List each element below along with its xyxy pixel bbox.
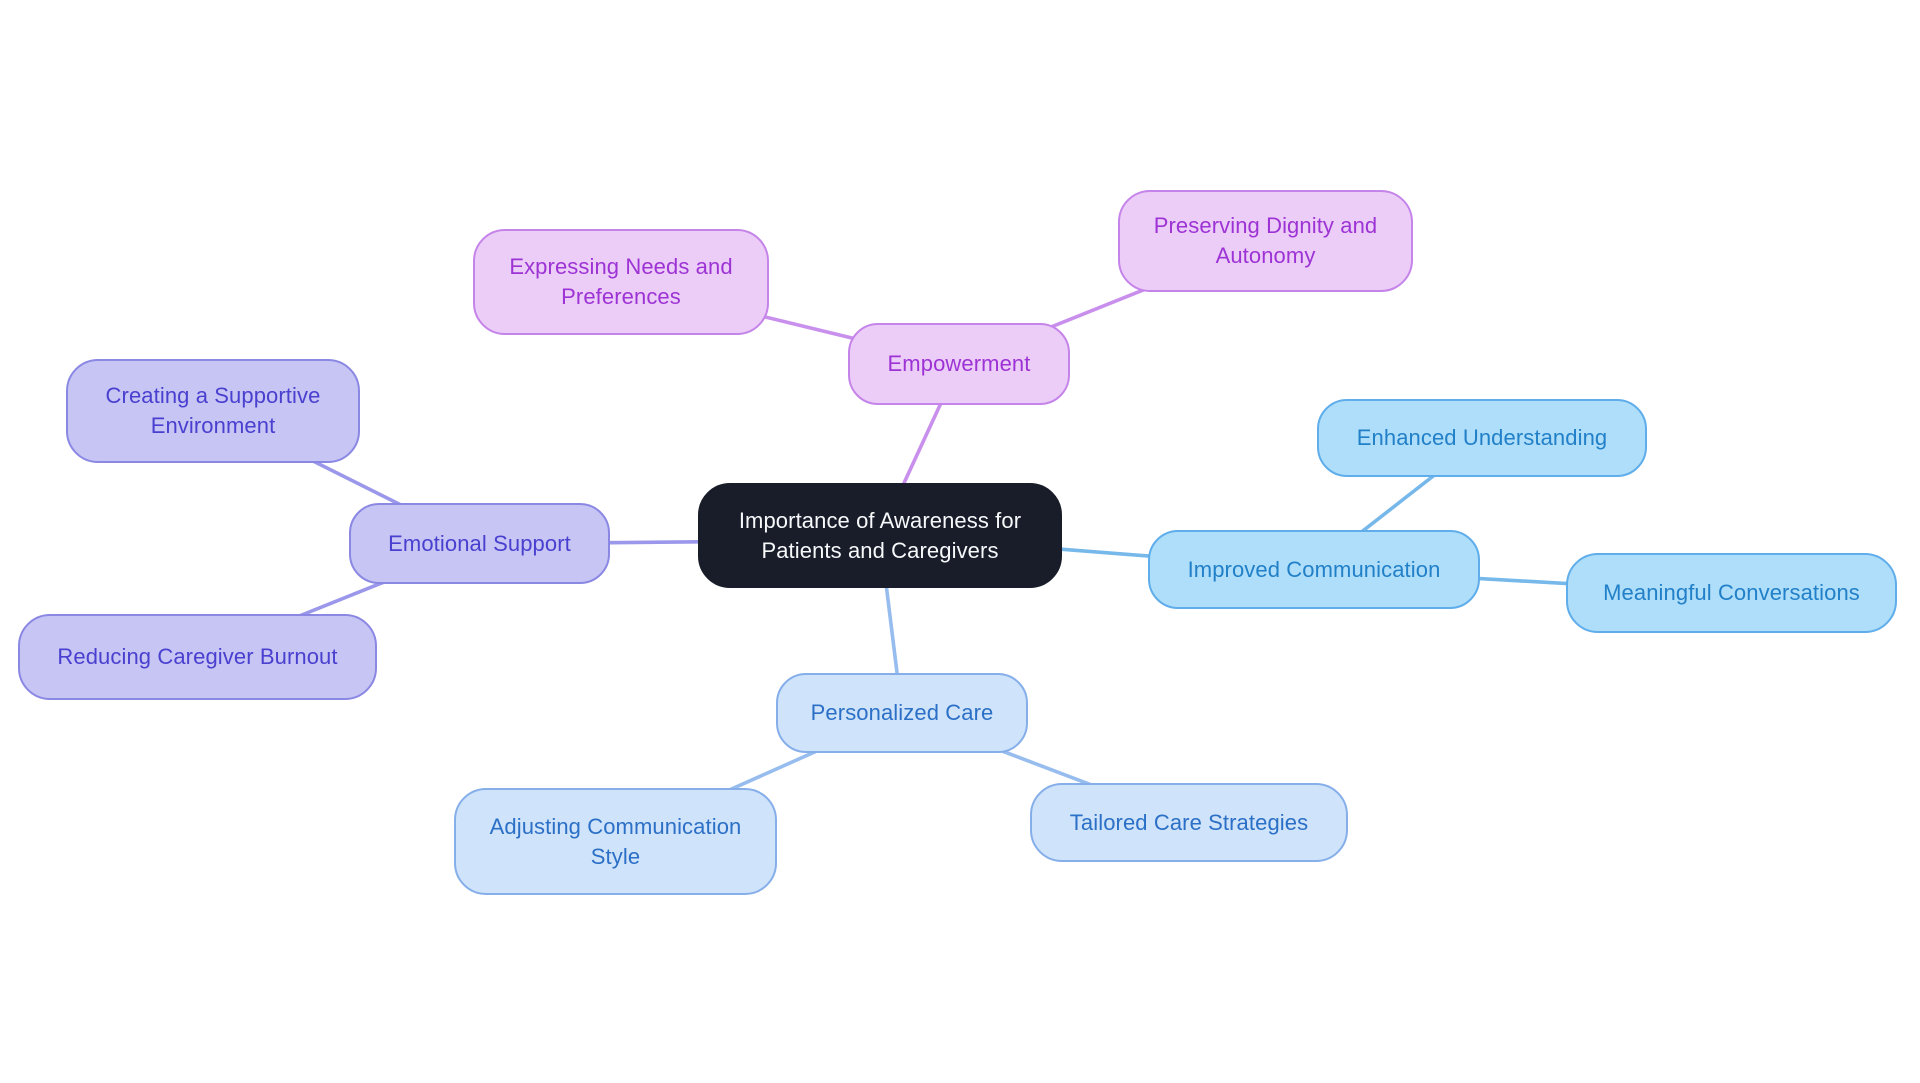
node-root-importance-of-awareness[interactable]: Importance of Awareness for Patients and…	[698, 483, 1062, 588]
node-reducing-caregiver-burnout[interactable]: Reducing Caregiver Burnout	[18, 614, 377, 700]
node-label: Preserving Dignity and Autonomy	[1153, 213, 1378, 268]
node-meaningful-conversations[interactable]: Meaningful Conversations	[1566, 553, 1897, 633]
node-expressing-needs-and-preferences[interactable]: Expressing Needs and Preferences	[473, 229, 769, 335]
node-label: Improved Communication	[1187, 556, 1441, 582]
node-improved-communication[interactable]: Improved Communication	[1148, 530, 1480, 609]
node-label: Personalized Care	[810, 700, 994, 726]
node-empowerment[interactable]: Empowerment	[848, 323, 1070, 405]
node-label: Emotional Support	[388, 530, 571, 556]
node-label: Expressing Needs and Preferences	[509, 254, 733, 309]
node-creating-a-supportive-environment[interactable]: Creating a Supportive Environment	[66, 359, 360, 463]
node-label: Importance of Awareness for Patients and…	[738, 507, 1022, 563]
node-emotional-support[interactable]: Emotional Support	[349, 503, 610, 584]
node-label: Empowerment	[887, 351, 1031, 377]
node-label: Adjusting Communication Style	[489, 813, 742, 869]
node-personalized-care[interactable]: Personalized Care	[776, 673, 1028, 753]
node-preserving-dignity-and-autonomy[interactable]: Preserving Dignity and Autonomy	[1118, 190, 1413, 292]
node-tailored-care-strategies[interactable]: Tailored Care Strategies	[1030, 783, 1348, 862]
node-adjusting-communication-style[interactable]: Adjusting Communication Style	[454, 788, 777, 895]
node-label: Reducing Caregiver Burnout	[57, 644, 338, 670]
node-label: Tailored Care Strategies	[1069, 809, 1309, 835]
node-label: Creating a Supportive Environment	[105, 383, 321, 438]
node-enhanced-understanding[interactable]: Enhanced Understanding	[1317, 399, 1647, 477]
node-label: Meaningful Conversations	[1603, 580, 1860, 606]
node-label: Enhanced Understanding	[1356, 425, 1608, 451]
